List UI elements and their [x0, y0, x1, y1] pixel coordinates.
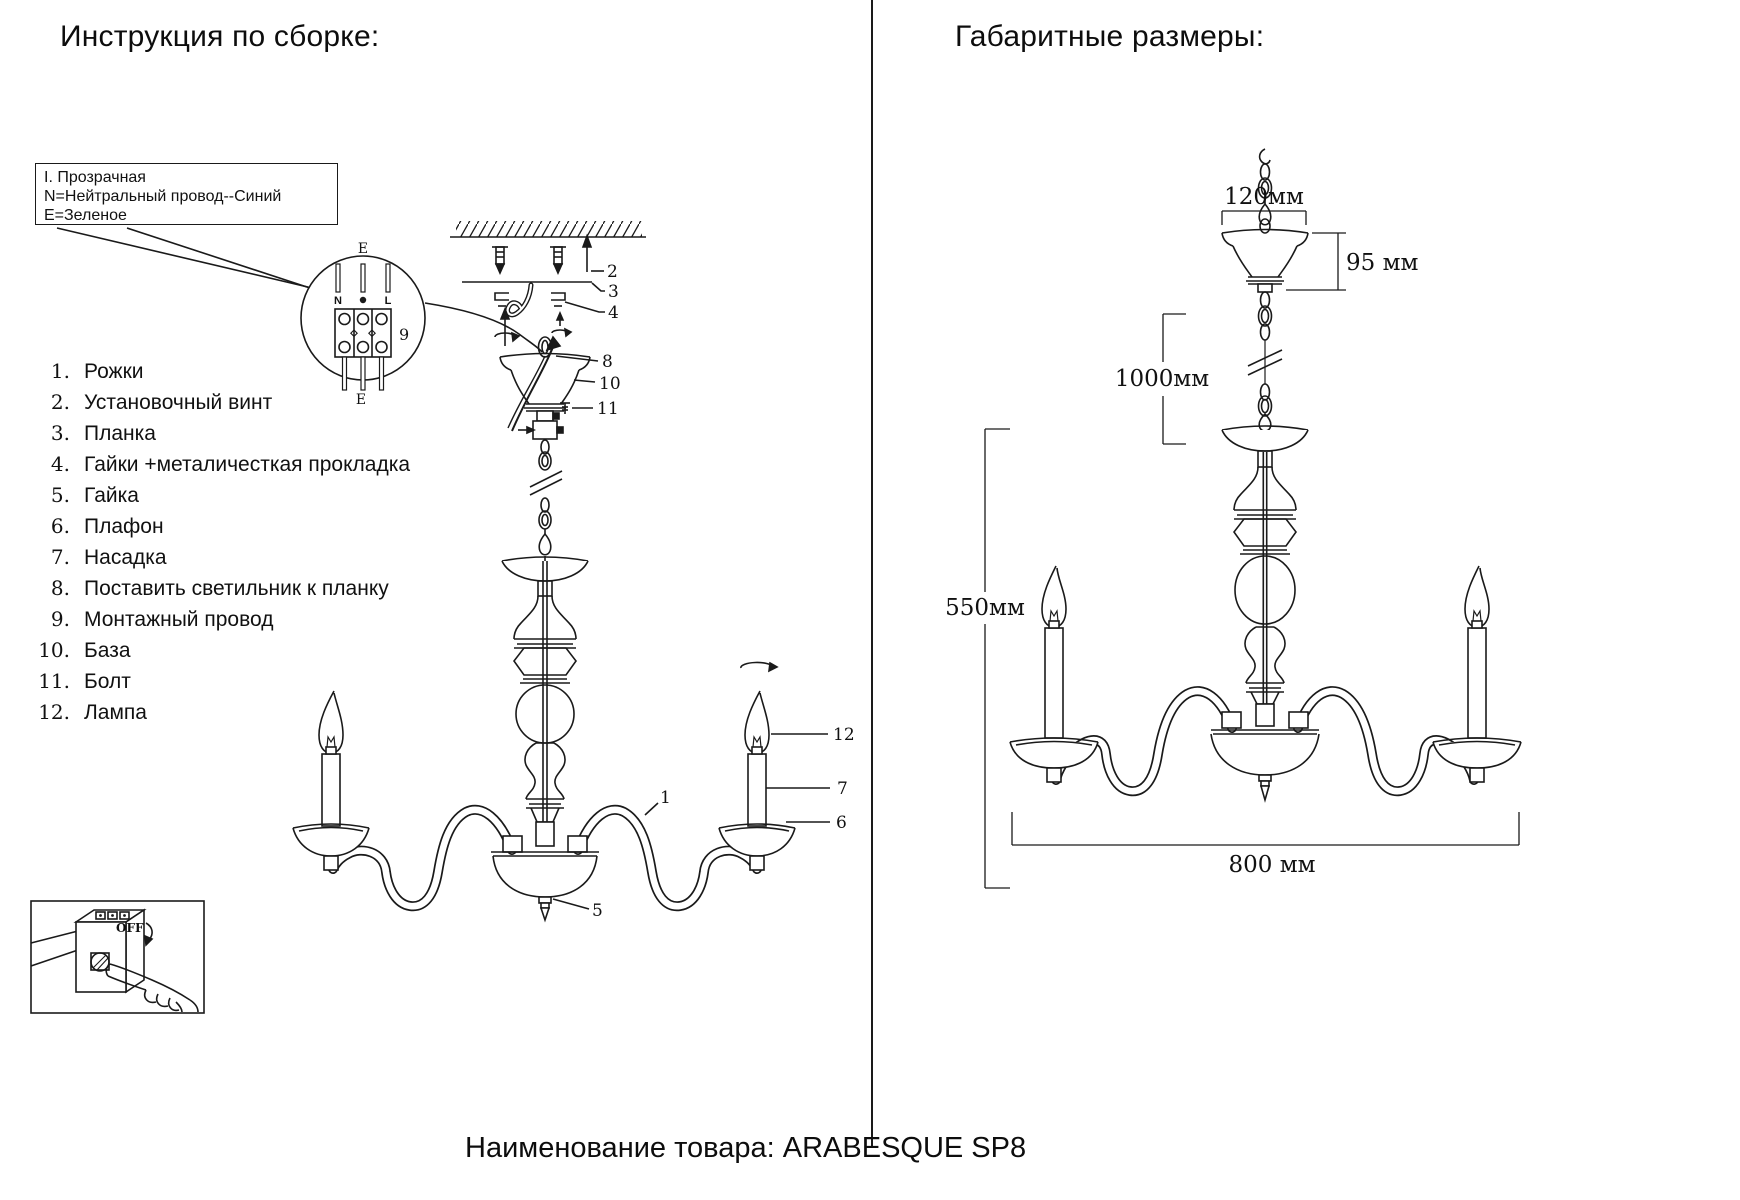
parts-list-item: 3.Планка — [50, 421, 156, 445]
callout-7: 7 — [837, 779, 848, 799]
callout-3: 3 — [608, 282, 619, 302]
callout-4: 4 — [608, 303, 619, 323]
parts-list-item: 5.Гайка — [50, 483, 139, 507]
parts-list-item: 6.Плафон — [50, 514, 164, 538]
right-candle — [718, 661, 796, 871]
callout-10: 10 — [599, 374, 621, 394]
callout-1: 1 — [660, 788, 671, 808]
dim-center-stem — [1221, 425, 1309, 729]
wire-label-n: N — [334, 295, 342, 307]
callout-5: 5 — [592, 901, 603, 921]
callout-9: 9 — [399, 325, 409, 344]
parts-list-item: 10.База — [38, 638, 131, 662]
dim-bottom-bowl — [1210, 729, 1320, 803]
dim-left-candle — [1009, 565, 1099, 783]
chain — [529, 439, 563, 561]
dim-canopy — [1221, 218, 1309, 293]
top-chain — [1257, 148, 1273, 226]
callout-12: 12 — [833, 725, 855, 745]
terminal-detail — [56, 227, 426, 391]
right-arm — [573, 804, 762, 912]
dim-label-800: 800 мм — [1229, 852, 1316, 878]
left-panel-title: Инструкция по сборке: — [60, 20, 380, 53]
canopy — [499, 336, 591, 440]
legend-line-earth: Е=Зеленое — [44, 207, 127, 224]
wire-legend-box: I. Прозрачная N=Нейтральный провод--Сини… — [35, 163, 338, 225]
parts-list-item: 11.Болт — [38, 669, 131, 693]
parts-list-item: 9.Монтажный провод — [50, 607, 274, 631]
dim-800 — [1011, 812, 1520, 846]
dim-1000 — [1162, 313, 1186, 445]
pointing-hand — [105, 963, 199, 1013]
callout-2: 2 — [607, 262, 618, 282]
parts-list: 1.Рожки 2.Установочный винт 3.Планка 4.Г… — [30, 359, 410, 731]
mounting-wire — [424, 302, 543, 353]
assembly-labels: 2 3 4 8 10 11 12 7 6 1 5 9 E E N L OFF — [116, 241, 855, 935]
parts-list-item: 4.Гайки +металичесткая прокладка — [50, 452, 411, 476]
mounting-screws — [492, 233, 593, 275]
bottom-bowl — [491, 851, 599, 923]
left-candle — [292, 690, 370, 871]
bolt-glyph — [560, 402, 570, 414]
right-panel-title: Габаритные размеры: — [955, 20, 1265, 53]
wire-label-earth-bottom: E — [356, 392, 366, 408]
dim-label-550: 550мм — [945, 595, 1025, 621]
breaker-inset — [30, 900, 205, 1014]
dim-95 — [1286, 232, 1346, 291]
wire-label-earth-top: E — [358, 241, 368, 257]
parts-list-item: 2.Установочный винт — [50, 390, 273, 414]
dimension-drawing — [984, 148, 1522, 889]
dimension-labels: 120мм 95 мм 1000мм 550мм 800 мм — [945, 184, 1418, 878]
assembly-diagram — [30, 221, 830, 1014]
callout-11: 11 — [597, 399, 619, 419]
dim-120 — [1221, 210, 1307, 225]
left-arm — [328, 804, 517, 912]
center-stem — [501, 556, 589, 853]
rotate-arrows — [494, 306, 573, 346]
strap-ends — [494, 292, 566, 307]
breaker-off-label: OFF — [116, 921, 144, 935]
dim-550 — [984, 428, 1010, 889]
legend-line-phase: I. Прозрачная — [44, 169, 146, 186]
dim-label-95: 95 мм — [1346, 250, 1418, 276]
dim-label-120: 120мм — [1224, 184, 1304, 210]
callout-6: 6 — [836, 813, 847, 833]
parts-list-item: 8.Поставить светильник к планку — [50, 576, 389, 600]
wire-label-l: L — [385, 295, 392, 307]
callout-8: 8 — [602, 352, 613, 372]
parts-list-item: 1.Рожки — [50, 359, 144, 383]
dim-label-1000: 1000мм — [1115, 366, 1209, 392]
dim-right-candle — [1432, 565, 1522, 783]
product-name: Наименование товара: ARABESQUE SP8 — [465, 1132, 1027, 1164]
dim-chain — [1247, 291, 1283, 432]
parts-list-item: 12.Лампа — [38, 700, 147, 724]
parts-list-item: 7.Насадка — [50, 545, 167, 569]
ceiling-hatch — [456, 221, 642, 237]
legend-line-neutral: N=Нейтральный провод--Синий — [44, 188, 282, 205]
